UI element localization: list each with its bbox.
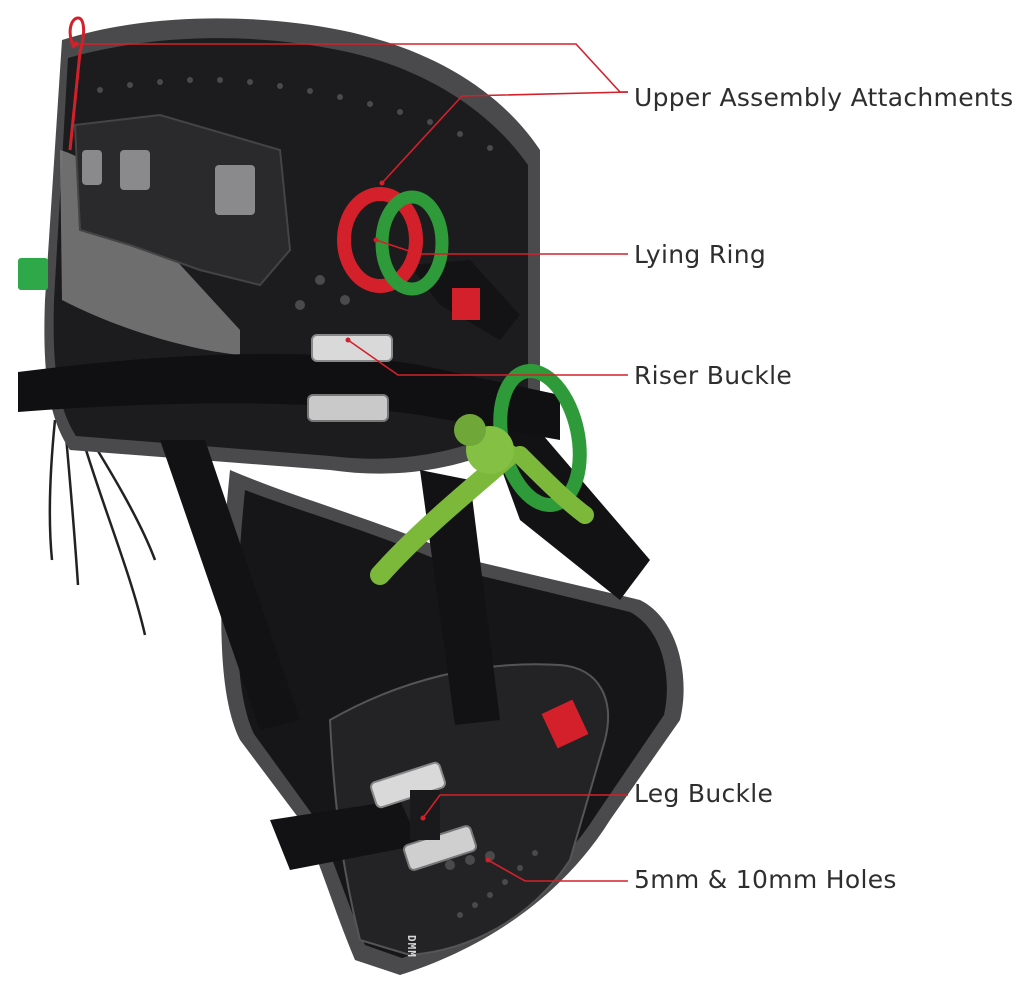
green-side-tab	[18, 258, 48, 290]
green-lying-ring	[375, 190, 449, 296]
red-riser-tab	[452, 288, 480, 320]
callout-holes: 5mm & 10mm Holes	[634, 865, 897, 894]
rope-bridge	[370, 414, 594, 585]
perforation-holes	[97, 77, 538, 918]
callout-lying-ring: Lying Ring	[634, 240, 767, 269]
riser-buckle	[307, 334, 393, 422]
callout-upper-assembly-attachments: Upper Assembly Attachments	[634, 83, 1014, 112]
leader-line-holes	[487, 859, 628, 882]
leg-buckle	[370, 761, 478, 871]
leader-endpoints	[73, 41, 491, 863]
callout-riser-buckle: Riser Buckle	[634, 361, 793, 390]
red-leg-tab	[541, 699, 589, 749]
leader-line-lying-ring	[375, 239, 628, 255]
leader-line-leg-buckle	[422, 794, 628, 819]
hip-plate-mesh-windows	[82, 150, 255, 215]
leader-line-riser-buckle	[347, 339, 628, 376]
upper-attachment-loop	[68, 16, 86, 151]
leader-lines	[76, 43, 629, 882]
red-d-ring	[337, 187, 423, 293]
callout-leg-buckle: Leg Buckle	[634, 779, 774, 808]
leader-line-upper-assembly-attachments-2	[381, 91, 629, 184]
brand-mark: DMM	[405, 935, 418, 958]
